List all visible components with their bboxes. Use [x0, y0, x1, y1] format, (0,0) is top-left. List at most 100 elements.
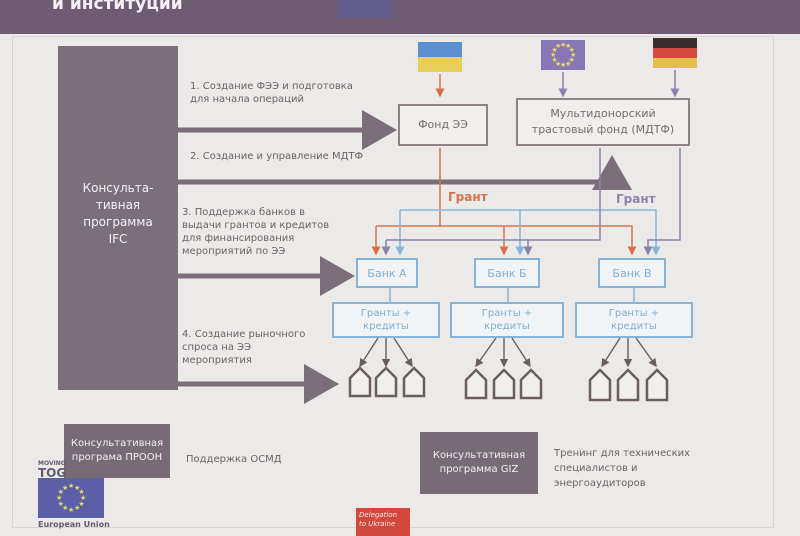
ifc-label-line: Консульта-: [82, 181, 154, 195]
bank-a-label: Банк А: [367, 266, 407, 280]
purple-grant-label: Грант: [616, 192, 656, 206]
bank-b-label: Банк Б: [487, 266, 527, 280]
grants-credits-box-a: Гранты + кредиты: [332, 302, 440, 338]
eu-flag-header-icon: [338, 0, 392, 18]
step-3-label: 3. Поддержка банков в выдачи грантов и к…: [182, 206, 329, 258]
grants-line: кредиты: [611, 321, 657, 332]
giz-caption-line: специалистов и: [554, 463, 638, 474]
house-icon: [492, 368, 516, 400]
step-line: для начала операций: [190, 94, 304, 105]
house-arrow: [511, 337, 531, 368]
eu-star-icon: ★: [74, 504, 81, 513]
giz-caption: Тренинг для технических специалистов и э…: [554, 446, 690, 491]
house-icon: [374, 366, 398, 398]
house-icon: [588, 368, 612, 402]
house-icon: [464, 368, 488, 400]
eu-star-icon: ★: [80, 494, 87, 502]
eu-star-icon: ★: [57, 500, 64, 508]
house-arrow: [393, 337, 413, 368]
eu-star-icon: ★: [568, 56, 575, 64]
moving-logo-line: MOVING: [38, 460, 66, 467]
step-2-label: 2. Создание и управление МДТФ: [190, 150, 363, 163]
mdtf-node: Мультидонорский трастовый фонд (МДТФ): [516, 98, 690, 146]
orange-grant-line: [439, 148, 637, 256]
eu-flag-logo-icon: ★★★★★★★★★★★★: [38, 478, 104, 518]
step-line: 3. Поддержка банков в: [182, 207, 305, 218]
ifc-arrow-mdtf: [178, 155, 632, 190]
eu-star-icon: ★: [560, 41, 567, 49]
eu-star-icon: ★: [555, 59, 562, 68]
step-line: 4. Создание рыночного: [182, 329, 306, 340]
slide-title: и институций: [52, 0, 183, 14]
step-1-label: 1. Создание ФЭЭ и подготовка для начала …: [190, 80, 353, 106]
bank-b-node: Банк Б: [474, 258, 540, 288]
eu-star-icon: ★: [570, 51, 577, 59]
giz-caption-line: Тренинг для технических: [554, 448, 691, 459]
eu-star-icon: ★: [74, 483, 81, 492]
undp-caption: Поддержка ОСМД: [186, 454, 282, 465]
eu-star-icon: ★: [555, 42, 562, 51]
grants-line: Гранты +: [481, 308, 533, 319]
giz-line: Консультативная: [432, 450, 526, 461]
step-line: мероприятий по ЭЭ: [182, 246, 286, 257]
ifc-label-line: IFC: [108, 232, 128, 246]
purple-grant-line-b: [523, 148, 601, 256]
giz-program-box: Консультативная программа GIZ: [420, 432, 538, 494]
house-arrow: [475, 337, 497, 368]
bank-c-label: Банк В: [612, 266, 652, 280]
house-icon: [519, 368, 543, 400]
orange-grant-label: Грант: [448, 190, 488, 204]
step-line: для финансирования: [182, 233, 295, 244]
eu-caption: European Union: [38, 520, 110, 529]
grants-line: Гранты +: [608, 308, 660, 319]
fund-ee-node: Фонд ЭЭ: [398, 104, 488, 146]
flag-eu-icon: ★★★★★★★★★★★★: [541, 40, 585, 70]
eu-star-icon: ★: [568, 46, 575, 54]
house-arrow: [359, 337, 379, 368]
house-icon: [645, 368, 669, 402]
eu-star-icon: ★: [550, 51, 557, 59]
delegation-line: to Ukraine: [359, 520, 396, 528]
grants-line: Гранты +: [360, 308, 412, 319]
house-arrow: [601, 337, 621, 368]
moving-logo-line: TOG: [38, 466, 67, 480]
eu-star-icon: ★: [68, 482, 75, 490]
eu-star-icon: ★: [565, 42, 572, 51]
step-line: выдачи грантов и кредитов: [182, 220, 330, 231]
house-icon: [348, 366, 372, 398]
house-icon: [616, 368, 640, 402]
grants-credits-box-b: Гранты + кредиты: [450, 302, 564, 338]
eu-star-icon: ★: [57, 488, 64, 496]
flag-germany-icon: [653, 38, 697, 68]
step-line: 2. Создание и управление МДТФ: [190, 151, 364, 162]
slide-header-bar: и институций: [0, 0, 800, 34]
bank-c-node: Банк В: [598, 258, 666, 288]
mdtf-label-line: трастовый фонд (МДТФ): [531, 123, 675, 136]
undp-line: Консультативная: [70, 438, 164, 449]
ifc-program-label: Консульта- тивная программа IFC: [58, 180, 178, 248]
giz-line: программа GIZ: [439, 464, 519, 475]
step-4-label: 4. Создание рыночного спроса на ЭЭ мероп…: [182, 328, 305, 367]
grants-line: кредиты: [363, 321, 409, 332]
eu-star-icon: ★: [560, 61, 567, 69]
mdtf-label-line: Мультидонорский: [550, 107, 656, 120]
ifc-label-line: тивная: [95, 198, 141, 212]
step-line: спроса на ЭЭ: [182, 342, 252, 353]
ifc-program-box: [58, 46, 178, 390]
ifc-label-line: программа: [83, 215, 153, 229]
eu-star-icon: ★: [565, 59, 572, 68]
house-icon: [402, 366, 426, 398]
eu-star-icon: ★: [551, 46, 558, 54]
eu-star-icon: ★: [62, 504, 69, 513]
eu-star-icon: ★: [68, 506, 75, 514]
grants-credits-box-c: Гранты + кредиты: [575, 302, 693, 338]
undp-line: програма ПРООН: [71, 452, 163, 463]
eu-star-icon: ★: [62, 483, 69, 492]
giz-caption-line: энергоаудиторов: [554, 478, 646, 489]
flag-ukraine-icon: [418, 42, 462, 72]
grants-line: кредиты: [484, 321, 530, 332]
eu-star-icon: ★: [78, 488, 85, 496]
eu-star-icon: ★: [78, 500, 85, 508]
delegation-logo: Delegation to Ukraine: [356, 508, 410, 536]
